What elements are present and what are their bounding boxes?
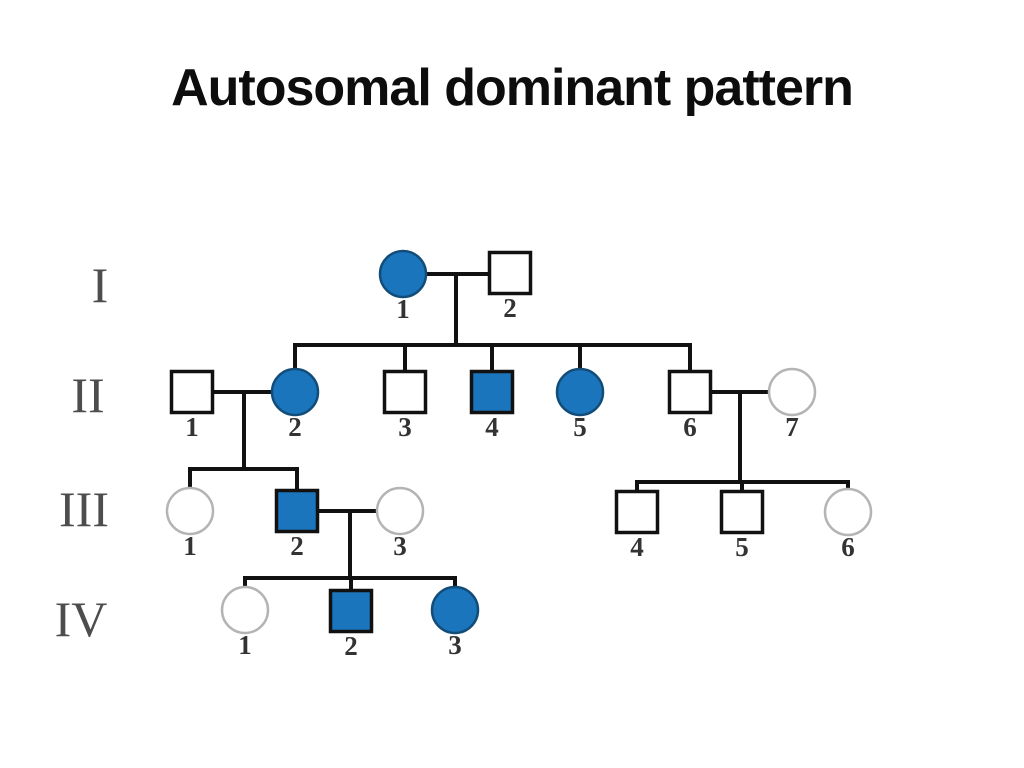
person-III-1 <box>165 486 215 536</box>
person-label-IV-3: 3 <box>448 630 462 660</box>
person-label-I-1: 1 <box>396 294 410 324</box>
person-label-III-4: 4 <box>630 532 644 562</box>
person-label-II-2: 2 <box>288 412 302 442</box>
person-I-2 <box>487 250 533 296</box>
person-label-III-3: 3 <box>393 531 407 561</box>
person-label-II-4: 4 <box>485 412 499 442</box>
person-label-IV-1: 1 <box>238 630 252 660</box>
person-III-6 <box>823 487 873 537</box>
person-II-4 <box>469 369 515 415</box>
person-III-2 <box>274 488 320 534</box>
person-label-I-2: 2 <box>503 293 517 323</box>
person-label-II-3: 3 <box>398 412 412 442</box>
person-label-II-7: 7 <box>785 412 799 442</box>
person-IV-1 <box>220 585 270 635</box>
person-IV-2 <box>328 588 374 634</box>
generation-label-IV: IV <box>55 591 108 647</box>
person-II-1 <box>169 369 215 415</box>
person-II-7 <box>767 367 817 417</box>
person-II-2 <box>270 367 320 417</box>
person-IV-3 <box>430 585 480 635</box>
person-label-IV-2: 2 <box>344 631 358 661</box>
person-label-II-6: 6 <box>683 412 697 442</box>
person-label-II-5: 5 <box>573 412 587 442</box>
person-label-III-6: 6 <box>841 532 855 562</box>
person-label-III-2: 2 <box>290 531 304 561</box>
person-III-4 <box>614 489 660 535</box>
person-II-6 <box>667 369 713 415</box>
generation-label-I: I <box>92 257 109 313</box>
person-III-3 <box>375 486 425 536</box>
person-label-III-5: 5 <box>735 532 749 562</box>
person-II-3 <box>382 369 428 415</box>
generation-label-III: III <box>59 481 109 537</box>
person-I-1 <box>378 249 428 299</box>
person-label-II-1: 1 <box>185 412 199 442</box>
person-II-5 <box>555 367 605 417</box>
generation-label-II: II <box>71 367 104 423</box>
slide-title: Autosomal dominant pattern <box>171 59 854 117</box>
person-III-5 <box>719 489 765 535</box>
person-label-III-1: 1 <box>183 531 197 561</box>
